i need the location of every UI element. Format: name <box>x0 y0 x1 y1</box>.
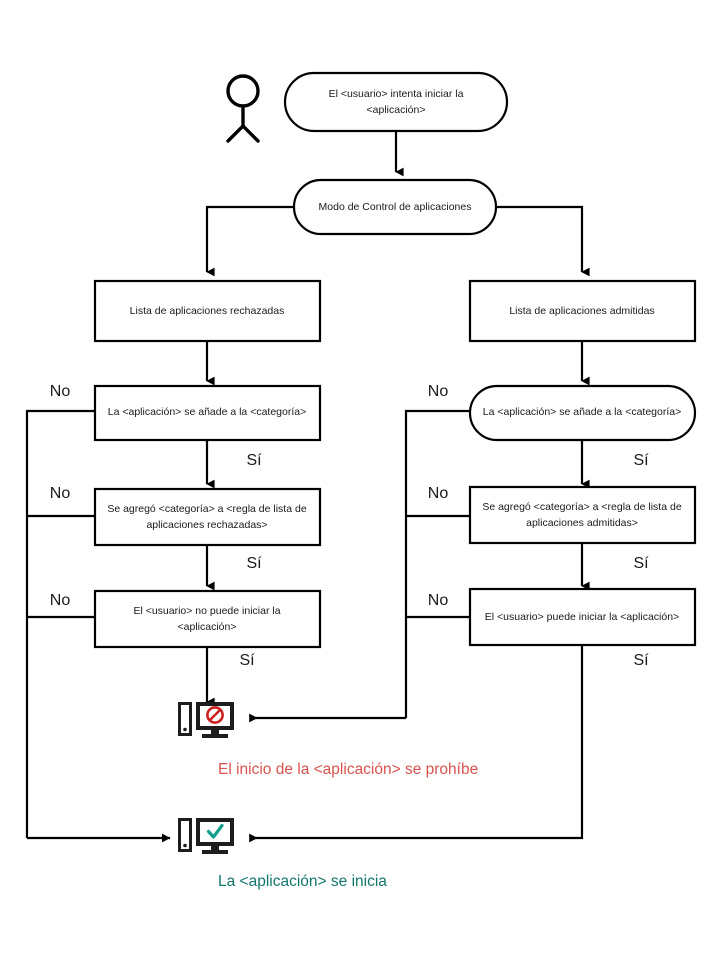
node-cannot-start-line1: El <usuario> no puede iniciar la <box>133 605 280 617</box>
started-outcome-caption: La <aplicación> se inicia <box>218 873 387 890</box>
node-allowed-category: La <aplicación> se añade a la <categoría… <box>468 384 697 442</box>
node-allowed-rule-line1: Se agregó <categoría> a <regla de lista … <box>482 501 682 513</box>
edge-label-si-allowed-category: Sí <box>633 452 649 469</box>
edge-denied-category-no <box>25 409 95 838</box>
node-denied-rule-shape <box>93 487 322 547</box>
node-start-line1: El <usuario> intenta iniciar la <box>329 88 464 100</box>
edge-label-no-cannot-start: No <box>50 592 71 609</box>
node-start: El <usuario> intenta iniciar la <aplicac… <box>283 71 509 133</box>
node-cannot-start-shape <box>93 589 322 649</box>
node-allowed-list-label: Lista de aplicaciones admitidas <box>509 305 654 317</box>
node-denied-list-shape <box>93 279 322 343</box>
computer-blocked-icon <box>178 702 234 738</box>
node-allowed-list: Lista de aplicaciones admitidas <box>468 279 697 343</box>
node-denied-category-shape <box>93 384 322 442</box>
edge-allowed-category-no <box>404 409 470 718</box>
node-allowed-category-shape <box>468 384 697 442</box>
node-start-line2: <aplicación> <box>367 104 426 116</box>
edge-mode-to-allowed-list <box>496 205 590 277</box>
node-mode-label: Modo de Control de aplicaciones <box>319 201 472 213</box>
edge-label-layer: No Sí No Sí No Sí No Sí No Sí No Sí <box>50 383 649 669</box>
node-can-start-label: El <usuario> puede iniciar la <aplicació… <box>485 611 679 623</box>
edge-mode-to-denied-list <box>205 205 294 277</box>
edge-layer <box>25 131 590 843</box>
node-allowed-rule: Se agregó <categoría> a <regla de lista … <box>468 485 697 545</box>
node-allowed-list-shape <box>468 279 697 343</box>
blocked-outcome-caption: El inicio de la <aplicación> se prohíbe <box>218 761 478 778</box>
node-denied-rule-line1: Se agregó <categoría> a <regla de lista … <box>107 503 307 515</box>
node-start-shape <box>283 71 509 133</box>
edge-label-si-denied-category: Sí <box>246 452 262 469</box>
node-denied-category-label: La <aplicación> se añade a la <categoría… <box>108 406 307 418</box>
computer-allowed-icon <box>178 818 234 854</box>
edge-label-si-allowed-rule: Sí <box>633 555 649 572</box>
edge-label-no-denied-category: No <box>50 383 71 400</box>
node-cannot-start: El <usuario> no puede iniciar la <aplica… <box>93 589 322 649</box>
node-cannot-start-line2: <aplicación> <box>178 621 237 633</box>
edge-label-no-allowed-rule: No <box>428 485 449 502</box>
node-denied-rule-line2: aplicaciones rechazadas> <box>146 519 267 531</box>
edge-label-no-allowed-category: No <box>428 383 449 400</box>
edge-label-no-can-start: No <box>428 592 449 609</box>
node-can-start: El <usuario> puede iniciar la <aplicació… <box>468 587 697 647</box>
edge-can-start-si-to-allowed-outcome <box>249 645 584 843</box>
node-denied-list-label: Lista de aplicaciones rechazadas <box>130 305 285 317</box>
node-can-start-shape <box>468 587 697 647</box>
node-allowed-rule-shape <box>468 485 697 545</box>
node-allowed-category-label: La <aplicación> se añade a la <categoría… <box>483 406 682 418</box>
node-mode-shape <box>292 178 498 236</box>
edge-label-si-denied-rule: Sí <box>246 555 262 572</box>
node-denied-category: La <aplicación> se añade a la <categoría… <box>93 384 322 442</box>
node-denied-list: Lista de aplicaciones rechazadas <box>93 279 322 343</box>
edge-label-si-cannot-start: Sí <box>239 652 255 669</box>
node-mode: Modo de Control de aplicaciones <box>292 178 498 236</box>
user-person-icon <box>226 74 260 143</box>
edge-label-no-denied-rule: No <box>50 485 71 502</box>
node-denied-rule: Se agregó <categoría> a <regla de lista … <box>93 487 322 547</box>
node-allowed-rule-line2: aplicaciones admitidas> <box>526 517 638 529</box>
edge-label-si-can-start: Sí <box>633 652 649 669</box>
